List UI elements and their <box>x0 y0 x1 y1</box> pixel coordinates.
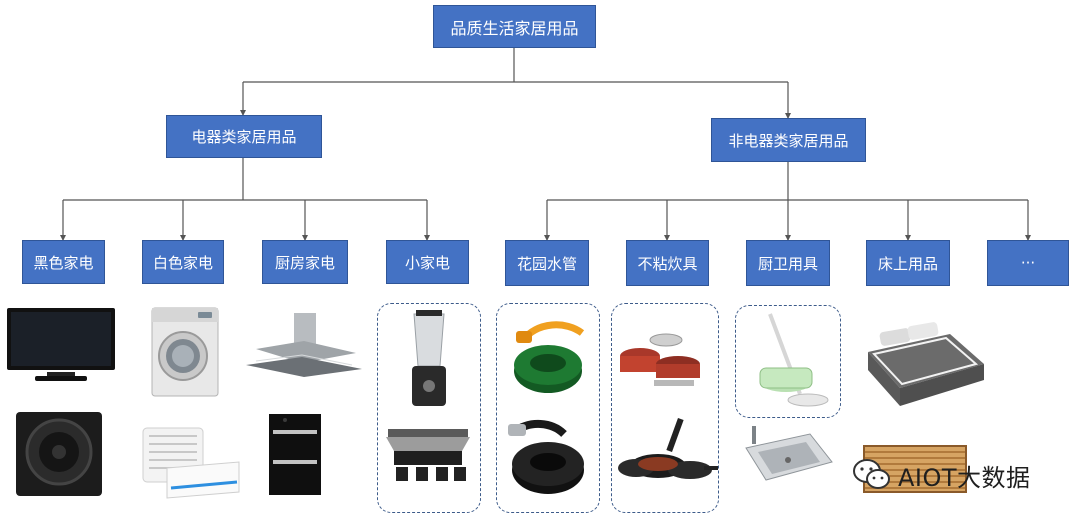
wechat-icon <box>853 459 890 489</box>
frying-pans-icon <box>618 417 718 479</box>
garden-hose-black-icon <box>508 420 584 494</box>
range-hood-icon <box>246 313 362 377</box>
root-node: 品质生活家居用品 <box>433 5 596 48</box>
air-conditioner-icon <box>142 427 240 499</box>
small-appliances-node: 小家电 <box>386 240 469 284</box>
non-electric-category-node: 非电器类家居用品 <box>711 118 866 162</box>
garden-hose-green-icon <box>514 321 585 393</box>
kitchen-sink-icon <box>745 426 833 481</box>
white-appliances-node: 白色家电 <box>142 240 224 284</box>
small-appliances-group <box>377 303 481 513</box>
more-node: ··· <box>987 240 1069 286</box>
kitchen-bath-tools-node: 厨卫用具 <box>746 240 830 286</box>
spin-mop-icon <box>759 313 829 407</box>
garden-hose-group <box>496 303 600 513</box>
blender-icon <box>412 310 446 406</box>
washing-machine-icon <box>151 307 219 397</box>
black-appliances-node: 黑色家电 <box>22 240 105 284</box>
watermark: AIOT大数据 <box>852 454 1052 496</box>
kitchen-bath-group <box>735 305 841 418</box>
kitchen-appliances-node: 厨房家电 <box>262 240 348 284</box>
subwoofer-icon <box>16 412 102 496</box>
watermark-text: AIOT大数据 <box>898 463 1031 492</box>
cookware-group <box>611 303 719 513</box>
tv-icon <box>7 308 115 381</box>
cookware-set-icon <box>620 333 700 386</box>
bedding-set-icon <box>868 322 984 406</box>
raclette-grill-icon <box>386 429 470 481</box>
bedding-node: 床上用品 <box>866 240 950 286</box>
sterilizer-cabinet-icon <box>269 414 321 495</box>
nonstick-cookware-node: 不粘炊具 <box>626 240 709 286</box>
electric-category-node: 电器类家居用品 <box>166 115 322 158</box>
garden-hose-node: 花园水管 <box>505 240 589 286</box>
